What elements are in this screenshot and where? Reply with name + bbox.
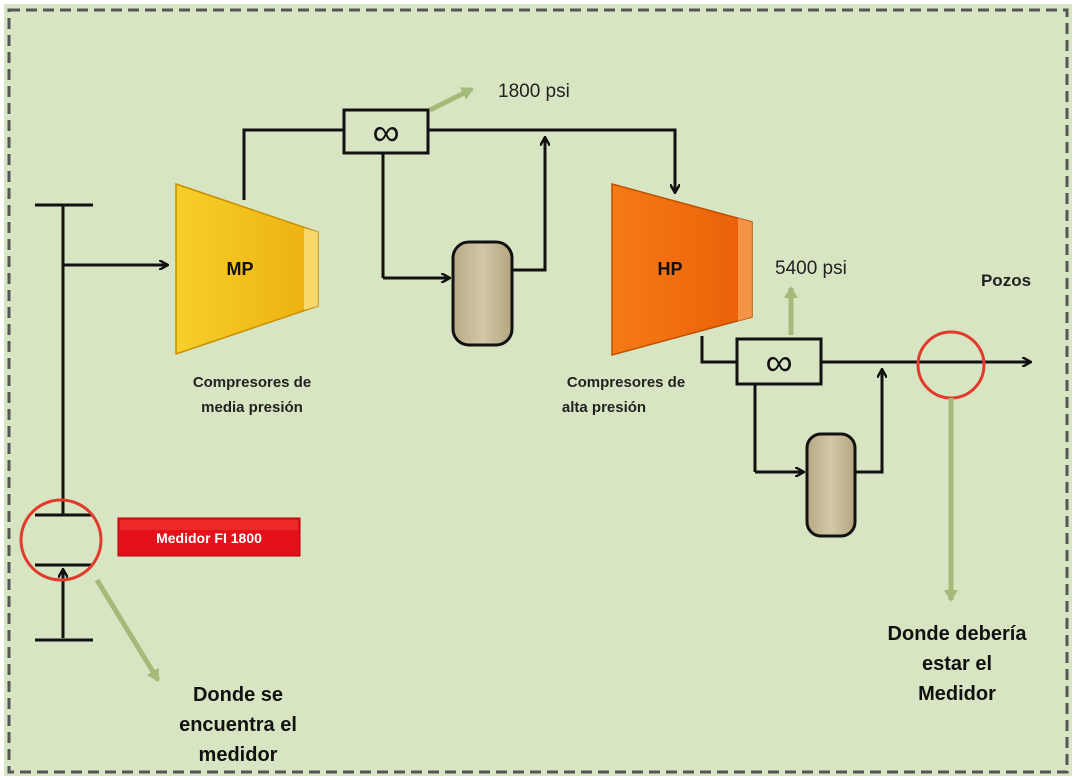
mp-compressor: MP (175, 182, 319, 356)
psi-5400-label: 5400 psi (775, 258, 847, 279)
current-line1: Donde se (193, 684, 283, 706)
vessel-2 (805, 432, 857, 538)
background-panel (4, 4, 1072, 776)
mp-caption-line2: media presión (201, 399, 303, 416)
mp-caption-line1: Compresores de (193, 374, 311, 391)
should-be-line2: estar el (922, 653, 992, 675)
current-pointer-arrow (94, 578, 161, 682)
meter-badge: Medidor FI 1800 (117, 517, 301, 557)
cooler-2: ∞ (735, 337, 823, 386)
hp-caption-line2: alta presión (562, 399, 646, 416)
psi-1800-arrow (428, 86, 474, 113)
cooler-1-symbol: ∞ (372, 112, 399, 154)
current-meter-circle (19, 498, 103, 582)
cooler-2-symbol: ∞ (765, 342, 792, 384)
mp-label: MP (227, 259, 254, 279)
inlet-header (35, 203, 93, 642)
should-be-line1: Donde debería (888, 623, 1028, 645)
hp-caption-line1: Compresores de (567, 374, 685, 391)
psi-1800-label: 1800 psi (498, 81, 570, 102)
hp-label: HP (657, 259, 682, 279)
meter-badge-label: Medidor FI 1800 (156, 530, 262, 546)
should-be-line3: Medidor (918, 683, 996, 705)
scrubber-loop-1 (381, 145, 547, 278)
vessel-1 (451, 240, 514, 347)
cooler-1: ∞ (342, 108, 430, 155)
current-line3: medidor (199, 744, 278, 766)
dashed-border (7, 8, 1069, 774)
current-line2: encuentra el (179, 714, 297, 736)
hp-compressor: HP (611, 183, 753, 356)
wells-label: Pozos (981, 271, 1031, 290)
hp-discharge-line (700, 336, 915, 364)
mp-discharge-line (242, 128, 677, 200)
